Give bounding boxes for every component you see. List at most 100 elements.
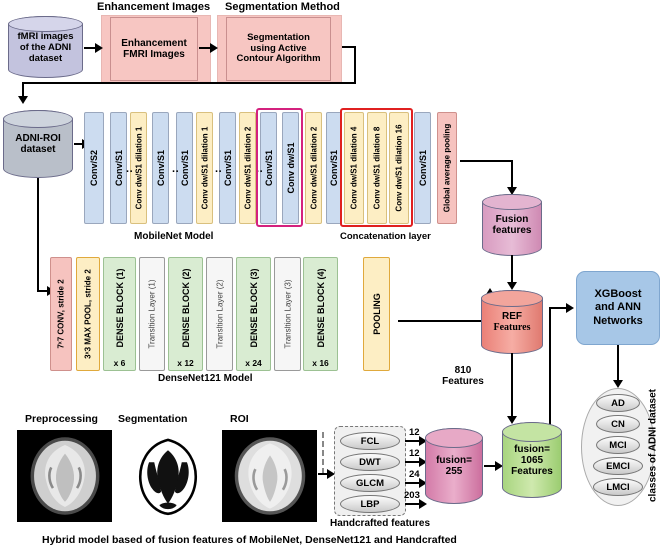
mobilenet-layer-14: Conv dw/S1 dilation 16 <box>389 112 409 224</box>
handcrafted-fusion-line1: fusion= <box>436 455 472 466</box>
enhancement-line2: FMRI Images <box>123 49 185 60</box>
handcrafted-fusion-cylinder: fusion= 255 <box>425 428 483 504</box>
segmentation-line2: using Active <box>250 42 307 54</box>
handcrafted-arrow-head-dwt <box>419 457 427 467</box>
mobilenet-layer-label-2: Conv dw/S1 dilation 1 <box>134 126 143 210</box>
mobilenet-concat-red-bracket <box>340 108 413 227</box>
ref-feature-count: 810 Features <box>441 365 485 387</box>
final-fusion-cylinder: fusion= 1065 Features <box>502 422 562 498</box>
class-node-ad: AD <box>596 394 640 412</box>
to-classifier-arrow-head <box>566 303 574 313</box>
handcrafted-arrow-head-fcl <box>419 436 427 446</box>
seg-out-line-v <box>354 46 356 84</box>
seg-out-line-h <box>342 46 356 48</box>
roi-down-line-v <box>37 178 39 292</box>
mobilenet-layer-13: Conv dw/S1 dilation 8 <box>367 112 387 224</box>
classifier-to-classes-head <box>613 380 623 388</box>
handcrafted-method-lbp: LBP <box>340 495 400 513</box>
concatenation-layer-label: Concatenation layer <box>340 231 431 242</box>
mobilenet-layer-2: Conv dw/S1 dilation 1 <box>130 112 147 224</box>
seg-out-line-back <box>22 82 356 84</box>
handcrafted-count-dwt: 12 <box>409 448 420 459</box>
mobilenet-layer-15: Conv/S1 <box>414 112 431 224</box>
fusion255-to-final-line <box>484 465 498 467</box>
mobilenet-layer-label-11: Conv/S1 <box>329 149 339 187</box>
densenet-title: DenseNet121 Model <box>158 373 253 384</box>
mobilenet-layer-label-16: Global average pooling <box>442 123 452 213</box>
densenet-layer-mult-6: x 24 <box>245 358 262 368</box>
roi-to-handcrafted-head <box>327 469 335 479</box>
mobilenet-ellipsis-3: ·· <box>256 166 264 178</box>
to-classifier-line-h <box>549 307 567 309</box>
final-fusion-line2: 1065 <box>520 454 544 466</box>
final-fusion-line1: fusion= <box>514 443 550 455</box>
class-node-mci: MCI <box>596 436 640 454</box>
handcrafted-fusion-line2: 255 <box>445 466 463 477</box>
mobilenet-ellipsis-2: ·· <box>215 166 223 178</box>
final-fusion-line3: Features <box>511 465 553 477</box>
classifier-box: XGBoost and ANN Networks <box>576 271 660 345</box>
to-classifier-line-v <box>549 307 551 449</box>
mobilenet-layer-label-7: Conv dw/S1 dilation 2 <box>243 126 252 210</box>
classifier-line3: Networks <box>593 314 643 327</box>
mobilenet-layer-label-3: Conv/S1 <box>155 149 166 187</box>
handcrafted-count-lbp: 203 <box>404 490 420 501</box>
mobilenet-ellipsis-0: ·· <box>126 166 134 178</box>
mobilenet-layer-10: Conv dw/S1 dilation 2 <box>305 112 322 224</box>
segmentation-line3: Contour Algorithm <box>236 53 321 65</box>
densenet-layer-mult-8: x 16 <box>312 358 329 368</box>
adni-roi-cylinder: ADNI-ROI dataset <box>3 110 73 178</box>
fusion-features-line2: features <box>492 225 532 236</box>
densenet-layer-0: 7ˣ7 CONV, stride 2 <box>50 257 72 371</box>
handcrafted-arrow-line-glcm <box>405 482 421 484</box>
mobilenet-layer-label-10: Conv dw/S1 dilation 2 <box>309 126 318 210</box>
densenet-layer-label-7: Transltion Layer (3) <box>283 279 292 349</box>
densenet-layer-label-5: Transltion Layer (2) <box>215 279 224 349</box>
handcrafted-method-fcl: FCL <box>340 432 400 450</box>
brain-image-segmentation <box>120 430 215 522</box>
densenet-layer-mult-4: x 12 <box>177 358 194 368</box>
mobilenet-layer-label-15: Conv/S1 <box>417 149 428 187</box>
brain-image-roi <box>222 430 317 522</box>
figure-caption: Hybrid model based of fusion features of… <box>42 534 457 546</box>
mobilenet-layer-label-1: Conv/S1 <box>113 149 124 187</box>
arrow-source-to-enhancement-head <box>95 43 103 53</box>
brain-image-preprocessing <box>17 430 112 522</box>
mobilenet-layer-16: Global average pooling <box>437 112 457 224</box>
densenet-layer-4: DENSE BLOCK (2) x 12 <box>168 257 203 371</box>
densenet-layer-9: POOLING <box>363 257 390 371</box>
segmentation-line1: Segmentation <box>247 31 310 43</box>
handcrafted-method-dwt: DWT <box>340 453 400 471</box>
densenet-layer-2: DENSE BLOCK (1)x 6 <box>103 257 136 371</box>
mobilenet-layer-4: Conv/S1 <box>176 112 193 224</box>
ref-feature-count-value: 810 <box>454 365 472 376</box>
handcrafted-arrow-head-lbp <box>419 499 427 509</box>
adni-roi-line2: dataset <box>20 144 56 155</box>
class-node-lmci: LMCI <box>593 478 643 496</box>
mobilenet-layer-12: Conv dw/S1 dilation 4 <box>344 112 364 224</box>
label-segmentation-method: Segmentation Method <box>225 1 340 13</box>
seg-out-arrow-head <box>18 96 28 104</box>
mobilenet-layer-label-5: Conv dw/S1 dilation 1 <box>200 126 209 210</box>
handcrafted-arrow-line-lbp <box>405 503 421 505</box>
densenet-layer-label-4: DENSE BLOCK (2) <box>180 268 191 348</box>
mobilenet-ellipsis-1: ·· <box>172 166 180 178</box>
densenet-layer-label-1: 3ˣ3 MAX POOL, stride 2 <box>83 269 93 359</box>
roi-to-handcrafted-dashed <box>322 432 324 474</box>
arrow-roi-to-mobilenet-line <box>74 143 84 145</box>
densenet-layer-7: Transltion Layer (3) <box>274 257 301 371</box>
handcrafted-count-glcm: 24 <box>409 469 420 480</box>
roi-to-handcrafted-line <box>318 473 330 475</box>
classifier-to-classes-line <box>617 345 619 383</box>
enhancement-line1: Enhancement <box>121 37 187 49</box>
mobilenet-out-line-v <box>511 160 513 189</box>
classes-side-label: classes of ADNI dataset <box>647 389 659 503</box>
mobilenet-layer-6: Conv/S1 <box>219 112 236 224</box>
label-segmentation-image: Segmentation <box>118 413 188 425</box>
fusion-features-line1: Fusion <box>495 214 529 225</box>
densenet-layer-label-3: Transltion Layer (1) <box>147 279 157 349</box>
densenet-layer-3: Transltion Layer (1) <box>139 257 165 371</box>
densenet-layer-label-6: DENSE BLOCK (3) <box>248 268 259 348</box>
densenet-layer-6: DENSE BLOCK (3) x 24 <box>236 257 271 371</box>
arrow-enh-to-seg-head <box>210 43 218 53</box>
